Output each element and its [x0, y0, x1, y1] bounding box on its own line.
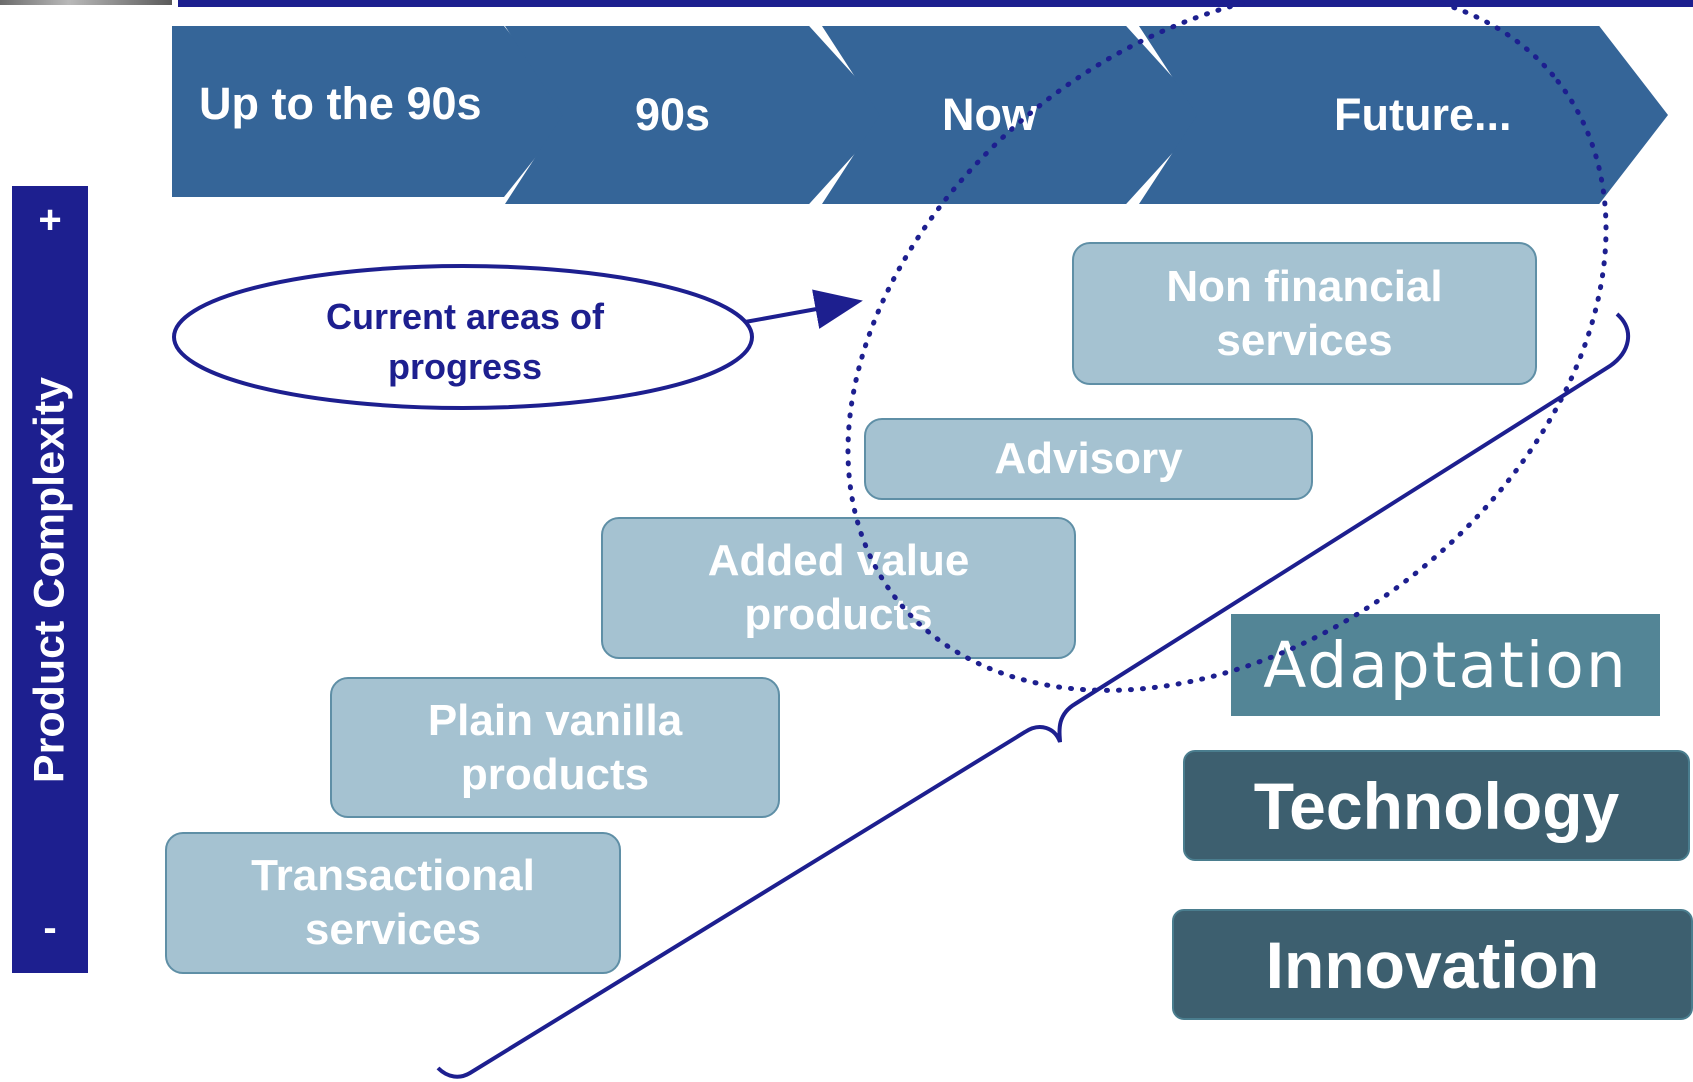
step-label: Transactional services — [251, 851, 535, 954]
step-plain-vanilla-products: Plain vanilla products — [330, 677, 780, 818]
step-added-value-products: Added value products — [601, 517, 1076, 659]
timeline-phase-label: Now — [942, 89, 1037, 140]
timeline-phase-now: Now — [822, 26, 1207, 204]
step-label: Non financial services — [1166, 261, 1443, 365]
step-transactional-services: Transactional services — [165, 832, 621, 974]
timeline-phase-label: Up to the 90s — [199, 77, 482, 129]
header-rule — [178, 0, 1693, 7]
product-complexity-axis: + Product Complexity - — [12, 186, 88, 973]
callout-current-areas: Current areas of progress — [325, 296, 605, 387]
axis-label: Product Complexity — [25, 376, 74, 783]
axis-low-marker: - — [43, 906, 57, 950]
step-label: Added value products — [707, 536, 970, 639]
step-non-financial-services: Non financial services — [1072, 242, 1537, 385]
step-label: Plain vanilla products — [427, 695, 683, 799]
driver-label: Technology — [1253, 768, 1620, 843]
timeline-phase-up-to-90s: Up to the 90s — [172, 26, 572, 197]
timeline-phase-future: Future... — [1139, 26, 1668, 204]
driver-technology: Technology — [1183, 750, 1690, 861]
driver-label: Innovation — [1265, 927, 1600, 1002]
axis-high-marker: + — [38, 198, 62, 242]
timeline-phase-label: Future... — [1334, 89, 1512, 140]
logo-image-strip — [0, 0, 172, 5]
timeline-phase-90s: 90s — [505, 26, 890, 204]
driver-innovation: Innovation — [1172, 909, 1693, 1020]
driver-label: Adaptation — [1263, 628, 1628, 702]
callout-arrow — [744, 289, 863, 329]
timeline-phase-label: 90s — [635, 89, 711, 140]
step-advisory: Advisory — [864, 418, 1313, 500]
driver-adaptation: Adaptation — [1231, 614, 1660, 716]
step-label: Advisory — [994, 434, 1183, 483]
